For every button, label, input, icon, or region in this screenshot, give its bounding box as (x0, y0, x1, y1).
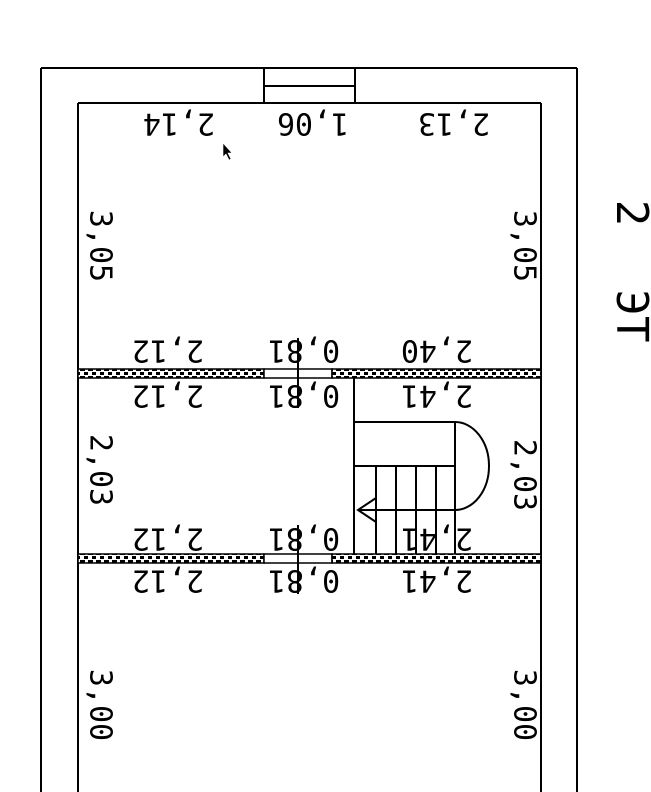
room-bottom-labels: 2,12 0,81 2,41 3,00 3,00 (83, 563, 542, 742)
window (263, 67, 356, 104)
dim-side-left: 2,03 (83, 434, 118, 506)
partition-wall-upper (77, 368, 542, 379)
room-mid-labels: 2,12 0,81 2,41 2,03 2,03 2,12 0,81 2,41 (83, 378, 542, 556)
dim-top-left: 2,14 (143, 106, 215, 141)
outer-wall (40, 67, 578, 792)
dim-bottom-left: 2,12 (132, 333, 204, 368)
floor-title: 2 ЭТ (606, 200, 651, 343)
dim-side-left: 3,05 (83, 210, 118, 282)
dim-side-right: 2,03 (507, 439, 542, 511)
dim-side-right: 3,00 (507, 669, 542, 741)
dim-bottom-right: 2,41 (401, 521, 473, 556)
dim-top-right: 2,41 (401, 378, 473, 413)
dim-bottom-right: 2,40 (401, 333, 473, 368)
dim-top-mid: 0,81 (268, 378, 340, 413)
inner-wall (77, 102, 542, 792)
dim-bottom-mid: 0,81 (268, 521, 340, 556)
staircase (353, 378, 490, 554)
cursor-icon (222, 142, 233, 161)
floor-abbrev: ЭТ (606, 290, 651, 343)
dim-side-right: 3,05 (507, 210, 542, 282)
dim-top-mid: 0,81 (268, 563, 340, 598)
dim-bottom-left: 2,12 (132, 521, 204, 556)
dim-top-left: 2,12 (132, 378, 204, 413)
dim-top-right: 2,41 (401, 563, 473, 598)
floor-number: 2 (606, 200, 651, 227)
dim-top-right: 2,13 (418, 106, 490, 141)
dim-side-left: 3,00 (83, 669, 118, 741)
dim-top-left: 2,12 (132, 563, 204, 598)
dim-top-mid: 1,06 (277, 106, 349, 141)
dim-bottom-mid: 0,81 (268, 333, 340, 368)
room-top-labels: 2,14 1,06 2,13 3,05 3,05 2,12 0,81 2,40 (83, 106, 542, 368)
